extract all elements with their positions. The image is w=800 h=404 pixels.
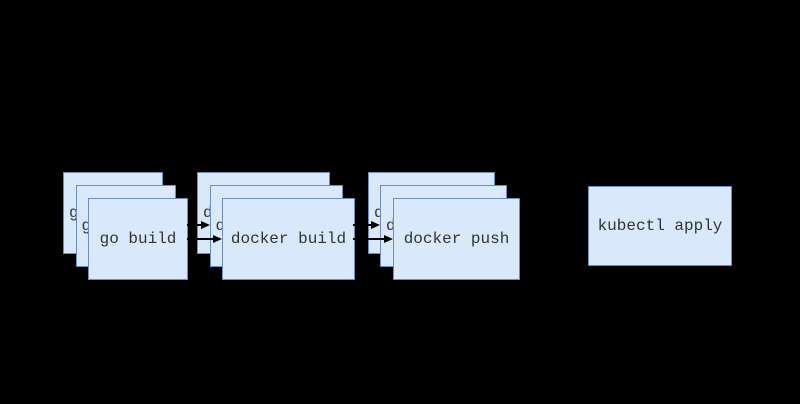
arrow-go-to-docker-build-upper-line bbox=[187, 224, 201, 226]
stage-go-build-box-front: go build bbox=[88, 198, 188, 280]
arrow-go-to-docker-build-lower-line bbox=[187, 238, 213, 240]
stage-kubectl-apply-label: kubectl apply bbox=[597, 217, 723, 235]
stage-docker-build-box-front: docker build bbox=[222, 198, 355, 280]
stage-docker-push-box-front: docker push bbox=[393, 198, 520, 280]
arrowhead-right-icon bbox=[212, 235, 222, 243]
arrow-docker-build-to-push-upper-line bbox=[353, 224, 371, 226]
stage-docker-push-label: docker push bbox=[403, 230, 510, 248]
stage-kubectl-apply-box: kubectl apply bbox=[588, 186, 732, 266]
arrowhead-right-icon bbox=[200, 221, 210, 229]
stage-docker-build-label: docker build bbox=[230, 230, 347, 248]
arrowhead-right-icon bbox=[370, 221, 380, 229]
arrow-docker-build-to-push-lower-line bbox=[353, 238, 384, 240]
arrowhead-right-icon bbox=[383, 235, 393, 243]
stage-go-build-label: go build bbox=[99, 230, 177, 248]
